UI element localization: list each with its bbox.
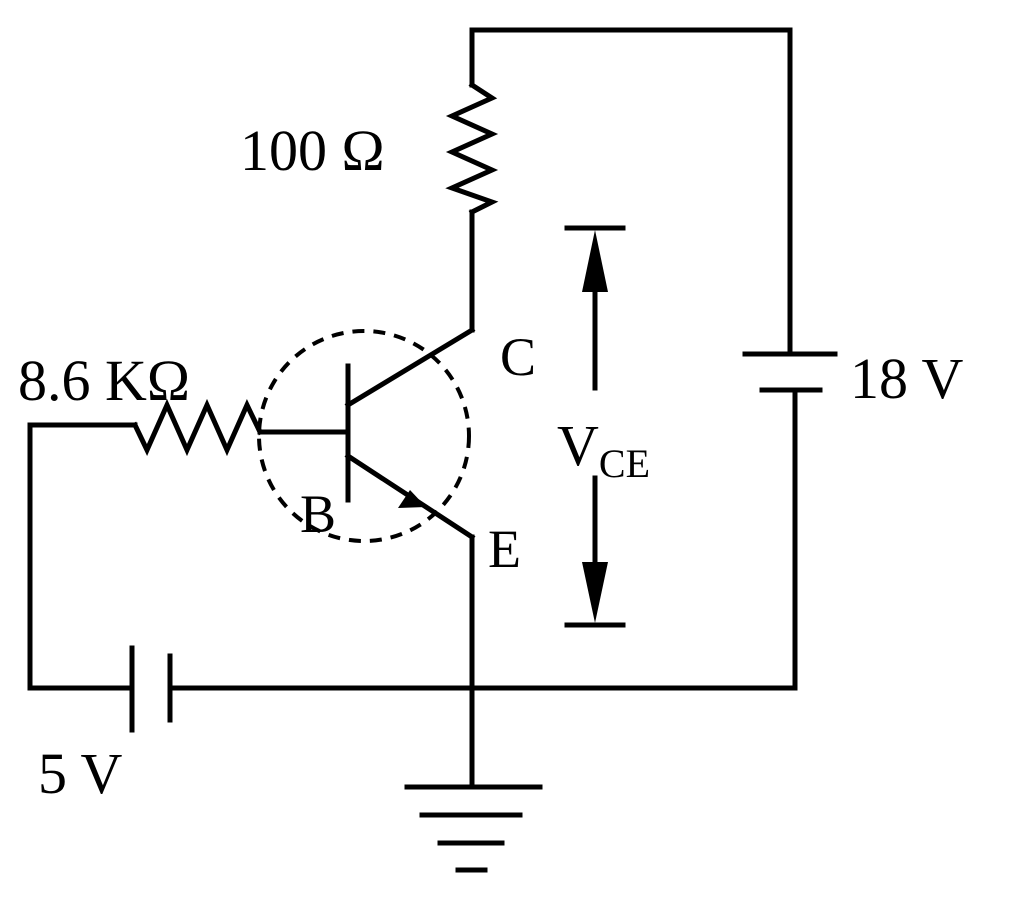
vce-label-subscript: CE	[599, 441, 650, 486]
right-wire	[169, 387, 798, 691]
ground-icon	[404, 784, 543, 873]
left-wire	[27, 422, 138, 691]
vce-label: VCE	[557, 413, 650, 486]
emitter-arrow	[398, 490, 426, 508]
collector-lead	[344, 326, 476, 409]
top-wire	[469, 27, 793, 355]
collector-resistor	[445, 81, 499, 216]
supply-voltage-label: 18 V	[850, 346, 963, 411]
base-voltage-label: 5 V	[38, 741, 122, 806]
transistor-envelope	[257, 329, 471, 543]
emitter-label: E	[488, 519, 521, 579]
collector-resistor-label: 100 Ω	[240, 118, 385, 183]
vce-dimension-arrow	[564, 225, 626, 628]
collector-label: C	[500, 327, 536, 387]
vce-label-main: V	[557, 413, 599, 478]
base-resistor	[131, 398, 264, 457]
base-resistor-label: 8.6 KΩ	[18, 348, 190, 413]
base-label: B	[300, 484, 336, 544]
